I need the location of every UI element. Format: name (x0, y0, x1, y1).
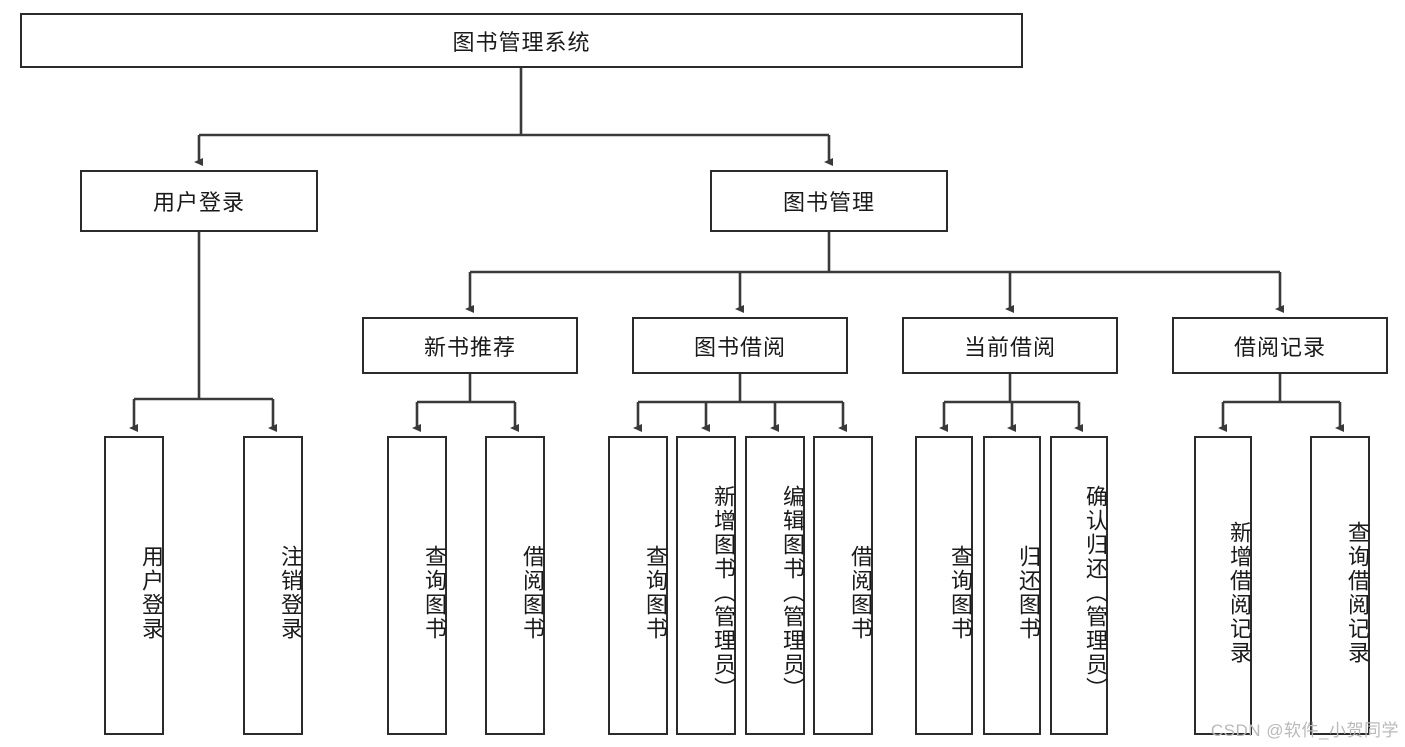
leaf-edit-book-admin[interactable]: 编辑图书（管理员） (745, 436, 805, 735)
leaf-confirm-return-admin[interactable]: 确认归还（管理员） (1050, 436, 1108, 735)
leaf-return-book[interactable]: 归还图书 (983, 436, 1041, 735)
leaf-borrow-book-borrowing[interactable]: 借阅图书 (813, 436, 873, 735)
node-label: 当前借阅 (963, 334, 1056, 360)
node-label: 用户登录 (152, 190, 245, 215)
node-current-borrowing[interactable]: 当前借阅 (902, 317, 1118, 374)
leaf-user-login[interactable]: 用户登录 (104, 436, 164, 735)
leaf-logout[interactable]: 注销登录 (243, 436, 303, 735)
node-label: 借阅图书 (520, 544, 545, 641)
node-label: 图书借阅 (693, 334, 786, 360)
leaf-query-book-current[interactable]: 查询图书 (915, 436, 973, 735)
node-label: 新增借阅记录 (1227, 520, 1252, 665)
node-label: 用户登录 (139, 544, 164, 641)
node-user-login[interactable]: 用户登录 (80, 170, 318, 232)
node-label: 查询借阅记录 (1345, 520, 1370, 665)
node-new-book-recommendation[interactable]: 新书推荐 (362, 317, 578, 374)
node-book-management[interactable]: 图书管理 (710, 170, 948, 232)
node-label: 图书管理 (782, 190, 875, 215)
leaf-borrow-book-recommendation[interactable]: 借阅图书 (485, 436, 545, 735)
leaf-query-borrowing-record[interactable]: 查询借阅记录 (1310, 436, 1370, 735)
node-root-system[interactable]: 图书管理系统 (20, 13, 1023, 68)
node-label: 注销登录 (278, 544, 303, 641)
leaf-add-borrowing-record[interactable]: 新增借阅记录 (1194, 436, 1252, 735)
node-label: 新书推荐 (423, 334, 516, 360)
node-label: 确认归还（管理员） (1083, 484, 1108, 701)
node-label: 查询图书 (643, 544, 668, 641)
leaf-add-book-admin[interactable]: 新增图书（管理员） (676, 436, 736, 735)
node-label: 查询图书 (948, 544, 973, 641)
node-book-borrowing[interactable]: 图书借阅 (632, 317, 848, 374)
node-label: 借阅图书 (848, 544, 873, 641)
csdn-watermark: CSDN @软件_小贺同学 (1210, 721, 1399, 740)
node-label: 查询图书 (422, 544, 447, 641)
node-label: 新增图书（管理员） (711, 484, 736, 701)
node-label: 编辑图书（管理员） (780, 484, 805, 701)
node-borrowing-record[interactable]: 借阅记录 (1172, 317, 1388, 374)
leaf-query-book-borrowing[interactable]: 查询图书 (608, 436, 668, 735)
leaf-query-book-recommendation[interactable]: 查询图书 (387, 436, 447, 735)
node-label: 归还图书 (1016, 544, 1041, 641)
node-label: 借阅记录 (1233, 334, 1326, 360)
node-label: 图书管理系统 (452, 29, 591, 55)
